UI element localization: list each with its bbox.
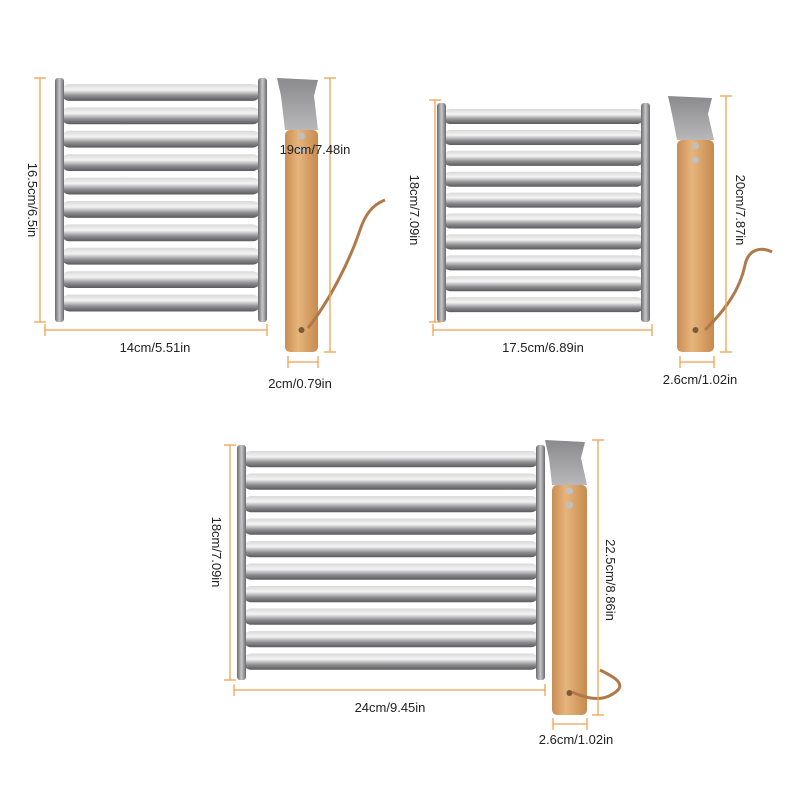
roller xyxy=(443,276,644,292)
roller xyxy=(443,171,644,187)
roller xyxy=(61,154,261,172)
wooden-handle xyxy=(285,130,318,352)
rivet xyxy=(298,146,305,154)
rack-width-label: 14cm/5.51in xyxy=(120,340,191,355)
roller xyxy=(443,192,644,208)
rivet xyxy=(692,142,699,150)
spatula-blade xyxy=(545,440,587,485)
spatula-blade xyxy=(668,96,714,140)
roller xyxy=(443,129,644,145)
roller xyxy=(243,563,539,580)
set-small: 16.5cm/6.5in 14cm/5.51in 19cm/7.48in 2cm… xyxy=(25,142,350,391)
wooden-handle xyxy=(677,140,714,352)
roller xyxy=(61,84,261,101)
handle-length-label: 19cm/7.48in xyxy=(280,142,351,157)
rivet xyxy=(566,487,573,495)
roller xyxy=(61,130,261,148)
roller xyxy=(61,201,261,218)
roller xyxy=(243,653,539,670)
wooden-handle xyxy=(552,485,587,715)
rack-rail xyxy=(437,103,446,322)
rack-rail xyxy=(258,78,267,322)
roller xyxy=(61,107,261,125)
rack-height-label: 18cm/7.09in xyxy=(407,175,422,246)
roller xyxy=(443,234,644,250)
roller xyxy=(443,150,644,166)
rivet xyxy=(566,501,573,509)
roller xyxy=(443,213,644,229)
set-large: 18cm/7.09in 24cm/9.45in 22.5cm/8.86in 2.… xyxy=(209,517,618,747)
rivet xyxy=(692,156,699,164)
roller xyxy=(443,255,644,271)
handle-width-label: 2cm/0.79in xyxy=(268,376,332,391)
roller xyxy=(243,586,539,603)
roller xyxy=(443,109,644,125)
handle-width-label: 2.6cm/1.02in xyxy=(539,732,613,747)
roller xyxy=(243,608,539,625)
roller xyxy=(61,247,261,265)
rack-rail xyxy=(55,78,64,322)
set-medium: 18cm/7.09in 17.5cm/6.89in 20cm/7.87in 2.… xyxy=(407,175,748,387)
rivet xyxy=(298,132,305,140)
roller xyxy=(243,631,539,648)
hang-hole xyxy=(298,327,305,333)
roller xyxy=(243,473,539,490)
roller xyxy=(61,294,261,312)
handle-length-label: 20cm/7.87in xyxy=(733,175,748,246)
rack-rail xyxy=(641,103,650,322)
spatula-blade xyxy=(277,78,318,130)
rack-width-label: 24cm/9.45in xyxy=(355,700,426,715)
hang-hole xyxy=(692,327,699,333)
hang-hole xyxy=(566,690,573,696)
roller xyxy=(61,224,261,242)
roller xyxy=(243,496,539,513)
roller xyxy=(61,177,261,195)
handle-length-label: 22.5cm/8.86in xyxy=(603,539,618,621)
leather-strap xyxy=(571,668,622,700)
roller xyxy=(443,297,644,313)
roller xyxy=(243,518,539,535)
rack-width-label: 17.5cm/6.89in xyxy=(502,340,584,355)
leather-strap xyxy=(306,198,386,329)
roller xyxy=(243,451,539,468)
handle-width-label: 2.6cm/1.02in xyxy=(663,372,737,387)
rack-height-label: 16.5cm/6.5in xyxy=(25,163,40,237)
rack-rail xyxy=(237,445,246,680)
roller xyxy=(61,271,261,289)
rack-rail xyxy=(536,445,545,680)
roller xyxy=(243,541,539,558)
leather-strap xyxy=(703,247,773,332)
rack-height-label: 18cm/7.09in xyxy=(209,517,224,588)
